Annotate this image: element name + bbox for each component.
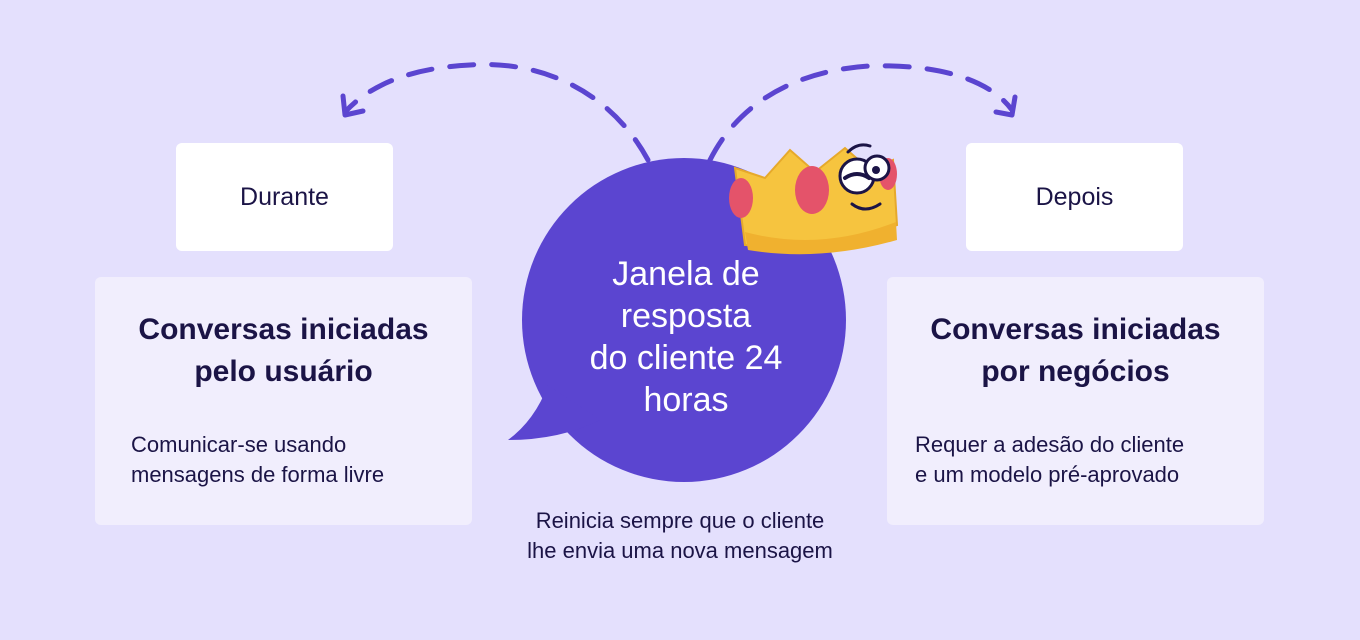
card-user-description: Comunicar-se usando mensagens de forma l… bbox=[131, 430, 384, 490]
card-user-description-line: Comunicar-se usando bbox=[131, 432, 347, 457]
label-before-text: Durante bbox=[240, 182, 329, 211]
card-user-title-line: pelo usuário bbox=[194, 355, 373, 388]
bubble-text-line: resposta bbox=[620, 297, 752, 335]
bubble-text-line: Janela de bbox=[612, 255, 760, 293]
bubble-text-line: horas bbox=[643, 381, 729, 419]
bubble-text-line: do cliente 24 bbox=[589, 339, 783, 377]
card-business-description-line: Requer a adesão do cliente bbox=[915, 432, 1185, 457]
dashed-arrow-left-icon bbox=[340, 61, 651, 163]
footnote-line: lhe envia uma nova mensagem bbox=[527, 538, 833, 563]
crown-mascot-icon bbox=[729, 143, 899, 255]
card-business-title: Conversas iniciadas por negócios bbox=[887, 309, 1264, 393]
label-after-text: Depois bbox=[1035, 182, 1114, 211]
card-business-initiated: Conversas iniciadas por negócios Requer … bbox=[887, 277, 1264, 525]
card-user-title: Conversas iniciadas pelo usuário bbox=[95, 309, 472, 393]
footnote: Reinicia sempre que o cliente lhe envia … bbox=[470, 506, 890, 566]
card-business-title-line: por negócios bbox=[981, 355, 1170, 388]
bubble-text: Janela de resposta do cliente 24 horas bbox=[545, 253, 827, 421]
card-business-description: Requer a adesão do cliente e um modelo p… bbox=[915, 430, 1184, 490]
footnote-line: Reinicia sempre que o cliente bbox=[535, 508, 825, 533]
label-before: Durante bbox=[176, 143, 393, 251]
dashed-arrow-right-icon bbox=[707, 63, 1018, 163]
card-user-title-line: Conversas iniciadas bbox=[138, 313, 429, 346]
card-user-description-line: mensagens de forma livre bbox=[131, 462, 385, 487]
label-after: Depois bbox=[966, 143, 1183, 251]
card-user-initiated: Conversas iniciadas pelo usuário Comunic… bbox=[95, 277, 472, 525]
card-business-description-line: e um modelo pré-aprovado bbox=[915, 462, 1180, 487]
card-business-title-line: Conversas iniciadas bbox=[930, 313, 1221, 346]
